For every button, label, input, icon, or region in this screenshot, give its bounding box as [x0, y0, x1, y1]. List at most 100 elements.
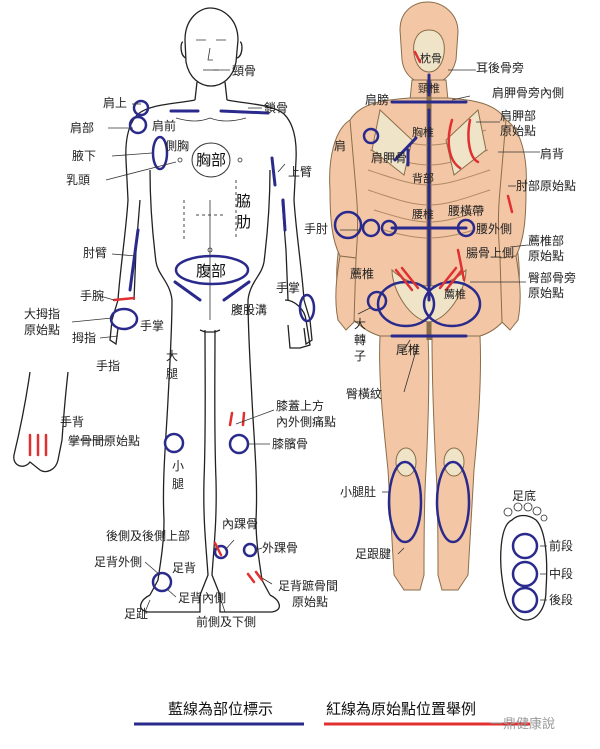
- label-muzhi: 拇指: [72, 330, 96, 345]
- blue-waihuai: [242, 542, 258, 558]
- label-jian-back: 肩: [334, 138, 346, 153]
- label-shouzhang-front: 手掌: [276, 281, 300, 295]
- blue-xiongbu: [191, 142, 231, 178]
- blue-neihuai: [213, 544, 229, 560]
- label-jianshang: 肩上: [103, 95, 127, 110]
- red-shizhui-4: [438, 266, 458, 290]
- label-yaohengdai: 腰橫帶: [448, 204, 484, 218]
- front-body-figure: [109, 7, 313, 613]
- red-xigai-1: [228, 411, 234, 427]
- back-red-markers: [394, 50, 514, 292]
- blue-zubei: [151, 571, 173, 593]
- blue-shouzhang: [109, 307, 139, 331]
- label-zhongduan: 中段: [549, 566, 573, 581]
- label-beibu: 背部: [412, 171, 434, 185]
- label-yaozhui: 腰椎: [412, 207, 434, 221]
- label-neihuaigu: 內踝骨: [222, 517, 258, 531]
- blue-dazhuanzi: [366, 290, 388, 312]
- red-shizhui-1: [394, 268, 414, 292]
- label-zhanggujian: 掌骨間原始點: [68, 434, 140, 448]
- label-jianjiabu: 肩胛部: [500, 108, 536, 123]
- label-datui-2: 腿: [166, 367, 178, 381]
- label-suogu: 鎖骨: [264, 100, 288, 115]
- blue-zudi-zhongduan: [511, 560, 539, 588]
- red-zubei-2: [246, 572, 256, 584]
- label-zubei-yuanshi: 原始點: [292, 595, 328, 609]
- label-shouwan: 手腕: [80, 288, 104, 303]
- red-shouwan: [112, 296, 136, 302]
- blue-shouzhang-right: [298, 293, 316, 323]
- blue-zhoubi: [128, 228, 140, 292]
- front-blue-markers: [109, 99, 316, 593]
- label-zubei: 足背: [172, 561, 196, 575]
- label-zhoubu-yuanshi: 肘部原始點: [516, 178, 576, 193]
- label-shizhuibu: 薦椎部: [528, 233, 564, 248]
- label-qiance: 前側及下側: [196, 614, 256, 629]
- red-tunbu: [456, 248, 466, 282]
- blue-fugugou-left: [173, 280, 202, 302]
- label-yexia: 腋下: [72, 148, 96, 163]
- label-zubei-neice: 足背內側: [178, 591, 226, 605]
- blue-suogu-right: [219, 109, 270, 115]
- label-yuanshidian: 原始點: [24, 323, 60, 337]
- legend-red-text: 紅線為原始點位置舉例: [326, 700, 476, 718]
- label-dazhuanzi-3: 子: [354, 349, 366, 363]
- label-tunbu-yuanshi: 原始點: [528, 286, 564, 300]
- label-xibingu: 膝髕骨: [272, 436, 308, 451]
- label-weizhui: 尾椎: [396, 342, 420, 357]
- label-fubu: 腹部: [196, 262, 226, 280]
- red-jianjia-1: [447, 118, 462, 170]
- front-labels: 頸骨 鎖骨 肩上 肩部 肩前 側胸 腋下 胸部 乳頭 上臂 脇 肋 肘臂 腹部 …: [24, 64, 338, 629]
- label-shizhui2: 薦椎: [444, 287, 466, 301]
- label-tunbu: 臀部骨旁: [528, 270, 576, 285]
- label-jianjia-yuanshi: 原始點: [500, 124, 536, 138]
- label-datui-1: 大: [166, 349, 178, 363]
- label-xiaotui-2: 腿: [172, 477, 184, 491]
- blue-shouzhou: [333, 210, 363, 240]
- foot-sole-figure: [500, 502, 548, 621]
- label-zubei-waice: 足背外側: [94, 555, 142, 569]
- label-waihuaigu: 外踝骨: [262, 541, 298, 555]
- red-shizhui-3: [444, 268, 464, 292]
- label-shouzhi: 手指: [96, 358, 120, 373]
- red-zubei-1: [254, 570, 264, 582]
- label-zudi: 足底: [512, 488, 536, 503]
- label-zugenjian: 足跟腱: [355, 547, 391, 561]
- red-xigai-2: [241, 411, 246, 427]
- blue-yao: [361, 218, 381, 238]
- label-zuzhi: 足趾: [124, 607, 148, 621]
- label-shizhui: 薦椎: [350, 266, 374, 281]
- blue-xigai-left: [163, 432, 185, 454]
- label-shouzhou: 手肘: [304, 221, 328, 236]
- label-xiaotui-1: 小: [172, 459, 184, 473]
- blue-yao-right: [456, 218, 476, 238]
- label-jianqian: 肩前: [152, 118, 176, 133]
- label-shouzhang2: 手掌: [140, 319, 164, 333]
- blue-yao-left-inner: [380, 219, 398, 237]
- label-lei: 肋: [236, 213, 251, 231]
- back-labels: 枕骨 耳後骨旁 頸椎 肩膀 肩胛骨旁內側 肩胛部 原始點 肩 肩胛骨 胸椎 肩背…: [304, 51, 576, 607]
- blue-yexia: [151, 135, 169, 171]
- hand-detail-figure: [13, 371, 69, 473]
- label-houce: 後側及後側上部: [106, 528, 190, 543]
- label-xie: 脇: [236, 192, 251, 210]
- label-qianduan: 前段: [549, 538, 573, 553]
- label-tunhengwen: 臀橫紋: [346, 387, 382, 401]
- label-dazhuanzi-2: 轉: [354, 333, 366, 347]
- red-erhou: [413, 50, 422, 64]
- front-red-markers: [112, 296, 264, 584]
- label-neiwaice: 內外側痛點: [276, 414, 336, 429]
- watermark: 一鼎健康說: [490, 716, 555, 732]
- label-jingzhui: 頸椎: [418, 81, 440, 95]
- legend-blue-text: 藍線為部位標示: [168, 700, 273, 718]
- label-yaowaice: 腰外側: [476, 222, 512, 236]
- label-shoubei: 手背: [60, 415, 84, 429]
- blue-xigai-right: [228, 433, 250, 455]
- label-jianbu: 肩部: [70, 120, 94, 135]
- red-shizhui-2: [400, 266, 420, 290]
- blue-jianjia: [393, 136, 418, 162]
- blue-xiaotuidu-right: [435, 460, 471, 544]
- label-dazhuanzi-1: 大: [354, 317, 366, 331]
- blue-zudi-qianduan: [511, 532, 539, 560]
